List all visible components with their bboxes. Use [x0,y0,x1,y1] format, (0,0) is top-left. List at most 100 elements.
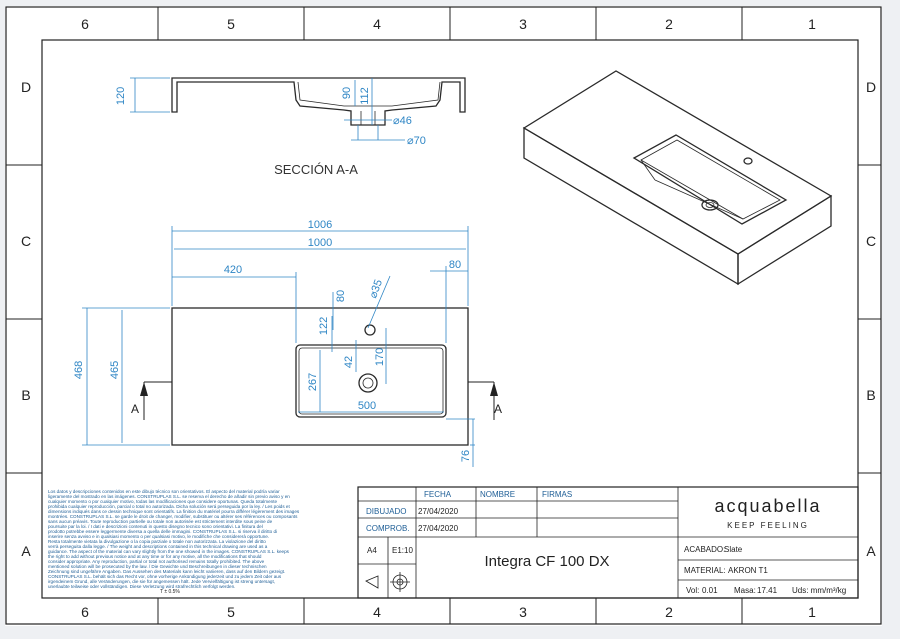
zone-col-top: 6 [81,16,89,32]
row-comprob: COMPROB. [366,524,410,533]
brand-logo: acquabella [714,496,821,516]
disclaimer-line: montrées. CONSTRUPLAS S.L. se garde le d… [48,514,298,519]
zone-labels: 6 5 4 3 2 1 6 5 4 3 2 1 D C B A D C B A [21,16,876,620]
row-dibujado: DIBUJADO [366,507,406,516]
iso-bowl-inner [640,139,781,220]
dim-front-margin: 76 [460,450,472,462]
disclaimer-line: Los datos y descripciones contenidos en … [48,489,280,494]
iso-bowl-wall [640,159,656,181]
bowl-inner-outline [298,347,444,415]
zone-row-left: B [21,387,30,403]
disclaimer-line: sans aucun préavis. Toute reproduction p… [48,519,273,524]
disclaimer-line: the right to add without previous notice… [48,554,262,559]
masa-label: Masa: [734,586,756,595]
dim-drain-inner: ⌀46 [393,115,412,127]
col-fecha: FECHA [424,490,452,499]
scale: E1:10 [392,546,413,555]
dim-inner-width: 1000 [308,237,332,249]
section-marker-left: A [131,402,139,416]
zone-row-right: B [866,387,875,403]
zone-col-bottom: 3 [519,604,527,620]
section-profile-inner [297,81,441,107]
bowl-outline [295,344,447,418]
section-title: SECCIÓN A-A [274,162,358,177]
dim-bowl-offset: 420 [224,264,242,276]
outer-frame [5,6,882,625]
zone-col-top: 3 [519,16,527,32]
zone-col-bottom: 4 [373,604,381,620]
dim-leader [367,275,391,329]
zone-col-top: 1 [808,16,816,32]
dim-depth-inner: 465 [109,361,121,379]
dim-tap-to-bowl: 122 [318,317,330,335]
disclaimer-line: guidance. The aspect of the material can… [48,549,290,554]
iso-drain [701,199,719,211]
dim-drain-offset: 42 [343,356,355,368]
iso-bowl-rim [632,134,788,225]
col-nombre: NOMBRE [480,490,515,499]
title-block-border [357,486,859,599]
zone-col-bottom: 1 [808,604,816,620]
vol-label: Vol: [686,586,699,595]
zone-row-left: D [21,79,31,95]
disclaimer-line: verrà perseguita dalla legge. / The weig… [48,544,268,549]
plan-view: 1006 1000 420 80 80 ⌀35 122 170 42 267 5… [73,219,502,467]
dim-drain-outer: ⌀70 [407,135,426,147]
iso-side-face [737,194,832,286]
disclaimer-line: mentioned solution will be prosecuted by… [48,564,267,569]
masa-value: 17.41 [757,586,778,595]
material-value: AKRON T1 [728,566,768,575]
zone-ticks [6,7,881,624]
disclaimer-line: inserire senza avviso e in qualsiasi mom… [48,534,269,539]
disclaimer-line: ligeramente del mostrado en las imágenes… [48,494,290,499]
drain-inner [362,377,374,389]
zone-row-left: A [21,543,31,559]
top-outline [171,307,469,446]
dim-depth-total: 468 [73,361,85,379]
brand-tagline: KEEP FEELING [727,521,809,530]
zone-col-top: 5 [227,16,235,32]
disclaimer-line: cualquier momento o por cualquier motivo… [48,499,277,504]
dim-tap-offset: 80 [335,290,347,302]
col-firmas: FIRMAS [542,490,572,499]
disclaimer-line: unerlaubte teilweise oder vollständigen.… [48,584,235,589]
dim-bowl-width: 500 [358,400,376,412]
zone-row-right: A [866,543,876,559]
uds-label: Uds: mm/m³/kg [792,586,846,595]
drain-outer [358,373,378,393]
disclaimer-line: Resta totalmente vietata la divulgazione… [48,539,266,544]
tap-hole [364,324,376,336]
disclaimer-line: poursuite par la loi. / I dati e descriz… [48,524,263,529]
tolerance: T ± 0.5% [160,589,180,595]
section-arrow [140,382,148,396]
dim-depth: 90 [341,87,353,99]
dim-right-margin: 80 [449,259,461,271]
projection-symbol-icon [365,572,410,592]
iso-bowl-wall [654,179,744,220]
material-label: MATERIAL: [684,566,726,575]
zone-row-right: D [866,79,876,95]
iso-drain-inner [705,202,715,208]
title-block: FECHA NOMBRE FIRMAS DIBUJADO 27/04/2020 … [357,486,859,599]
disclaimer-line: prohibida cualquier reproducción, parcia… [48,504,290,509]
disclaimer-block: Los datos y descripciones contenidos en … [48,489,300,595]
paper [5,6,882,626]
zone-col-bottom: 5 [227,604,235,620]
dim-bowl-height: 112 [359,87,371,105]
date-comprob: 27/04/2020 [418,524,459,533]
disclaimer-line: irgendeinem Grund, alle Veränderungen, d… [48,579,275,584]
disclaimer-line: Zeichnung sind ungefähre Angaben. Das Au… [48,569,285,574]
iso-tap-hole [743,157,753,165]
isometric-view [522,70,833,286]
zone-col-top: 2 [665,16,673,32]
zone-col-top: 4 [373,16,381,32]
product-name: Integra CF 100 DX [484,553,609,570]
section-arrow [490,382,498,396]
dim-bowl-depth: 267 [307,373,319,391]
acabado-label: ACABADO: [684,545,725,554]
sheet-size: A4 [367,546,377,555]
acabado-value: Slate [724,545,743,554]
zone-col-bottom: 6 [81,604,89,620]
disclaimer-line: prodotto potrebbe essere leggermente div… [48,529,277,534]
